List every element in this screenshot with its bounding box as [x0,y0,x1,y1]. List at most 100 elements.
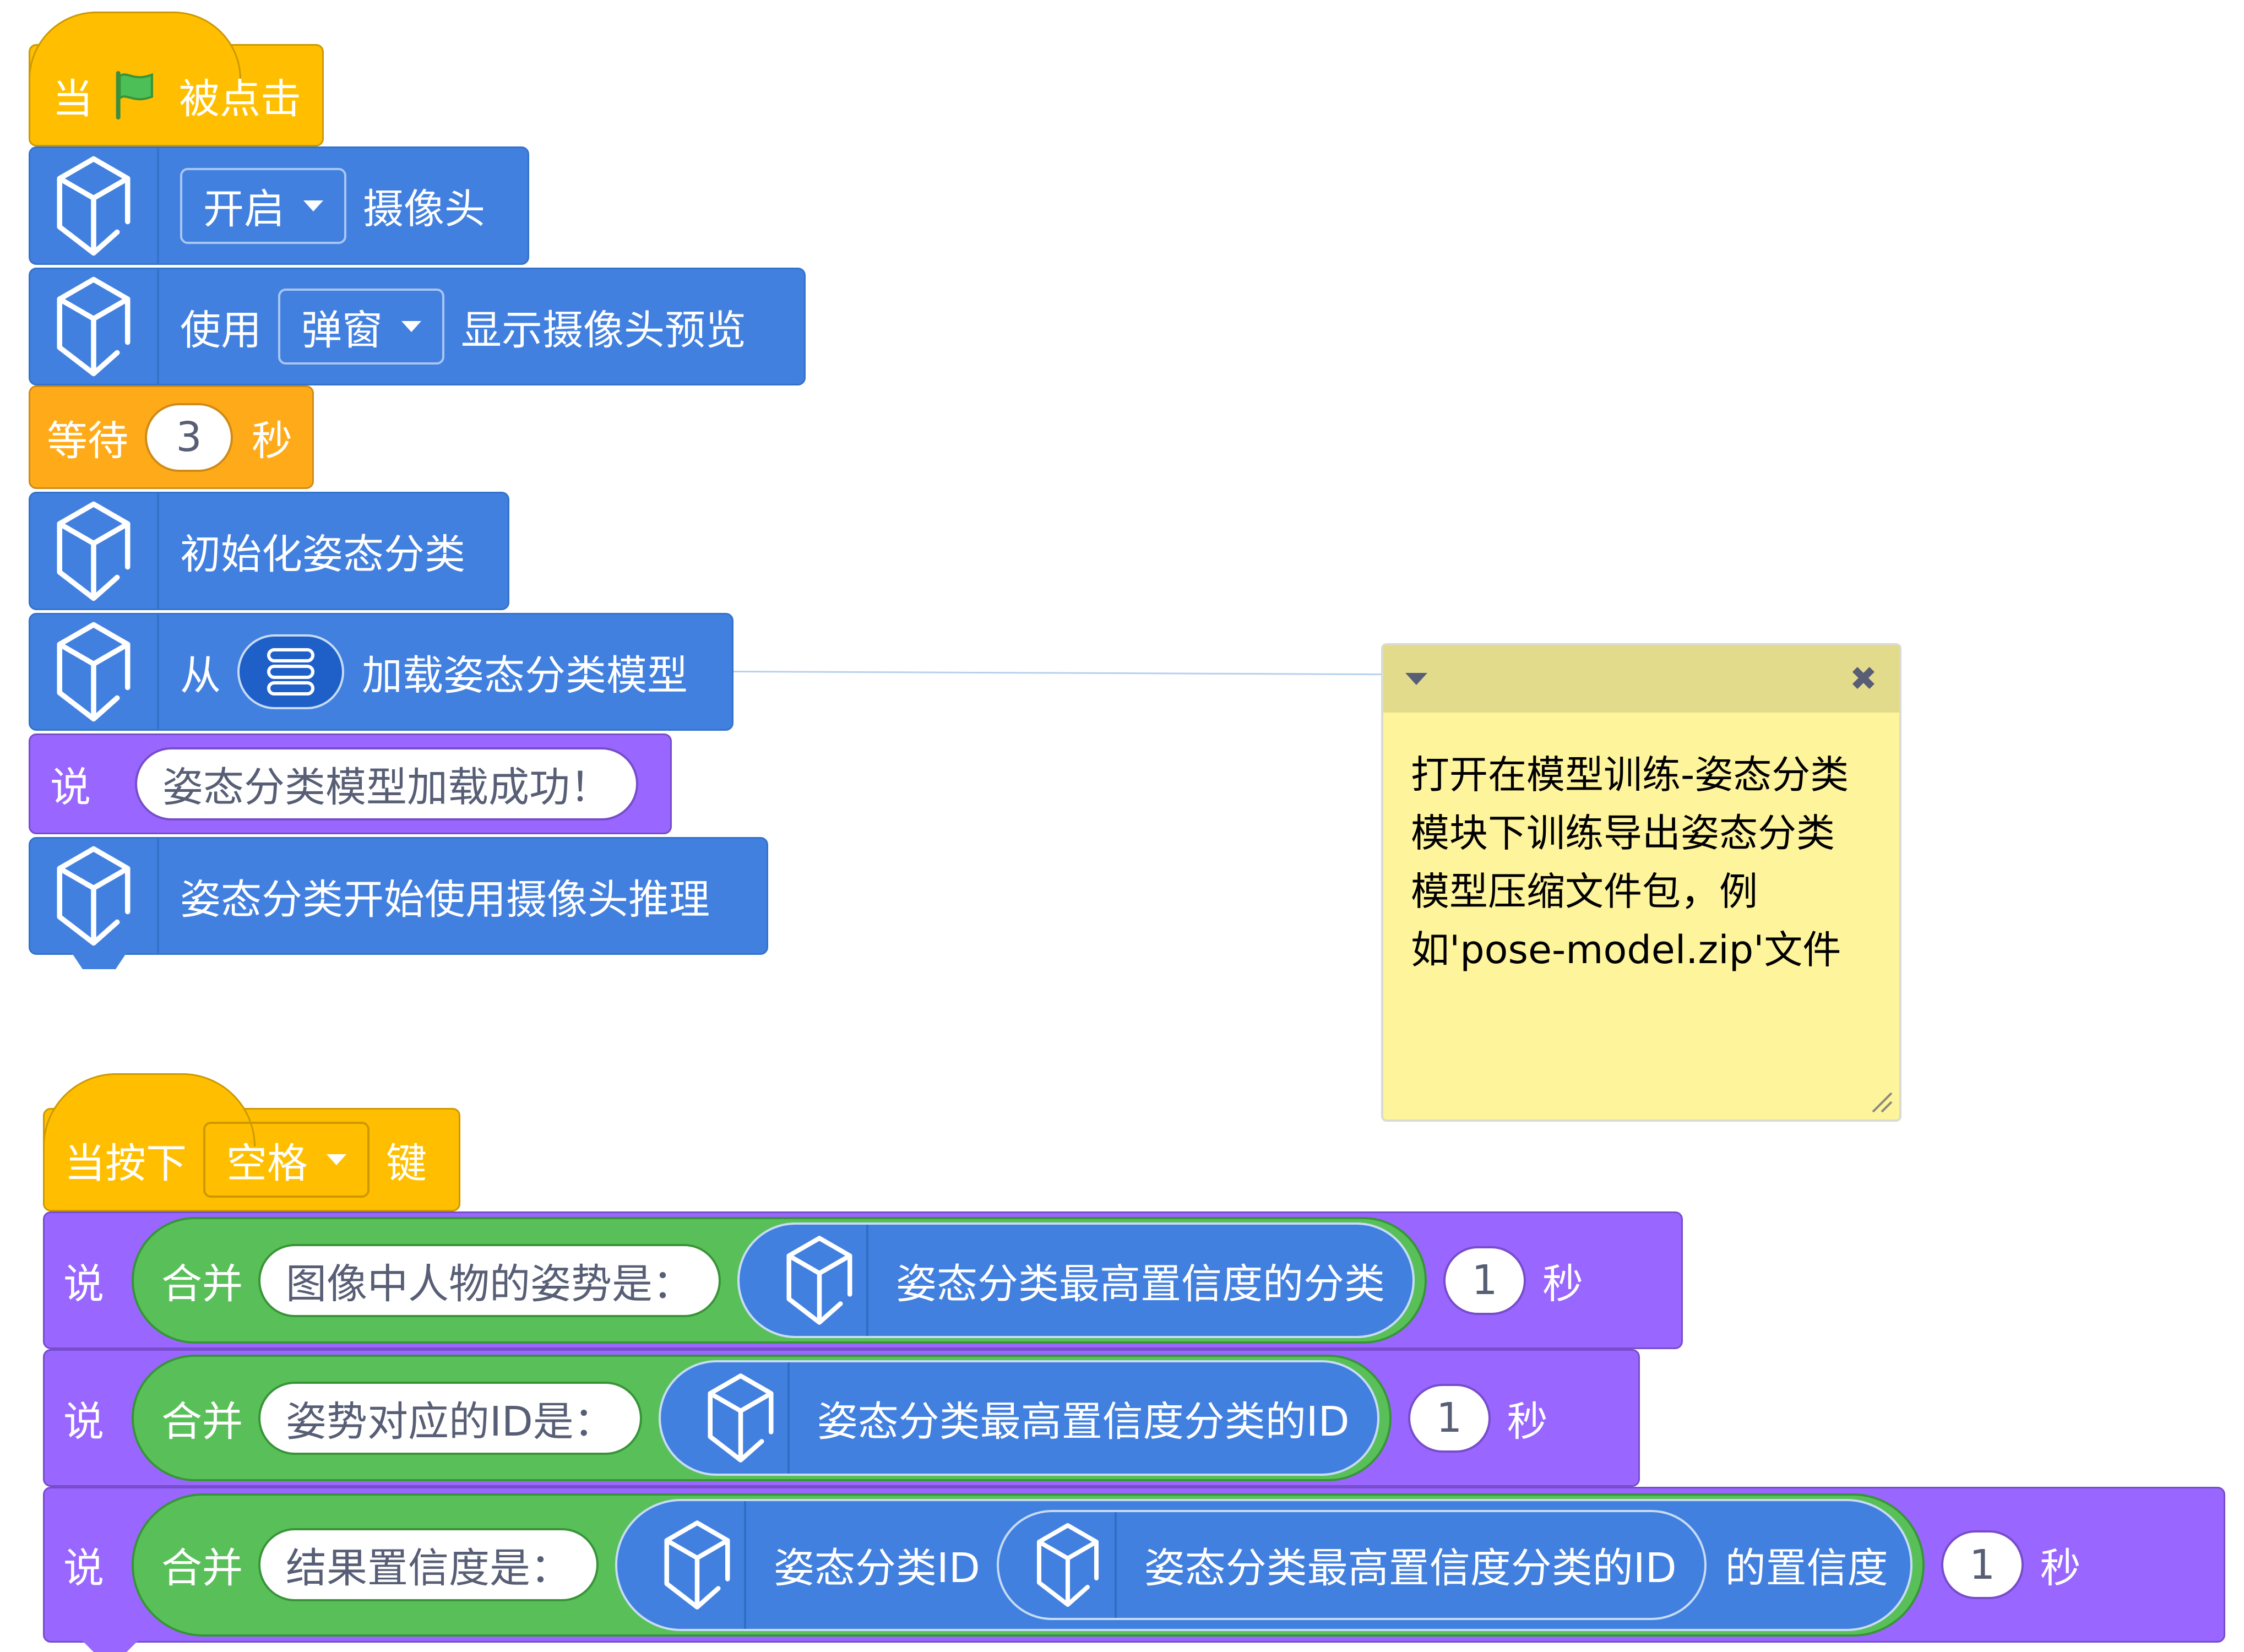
input-value: 1 [1436,1394,1463,1442]
resize-handle-icon[interactable] [1867,1088,1895,1115]
confidence-reporter[interactable]: 姿态分类ID 姿态分类最高置信度分类的ID 的置信度 [615,1498,1912,1631]
dropdown-value: 开启 [203,186,285,233]
reporter-label: 姿态分类最高置信度分类的ID [817,1398,1350,1446]
key-dropdown[interactable]: 空格 [203,1122,370,1198]
join-operator[interactable]: 合并 姿势对应的ID是： 姿态分类最高置信度分类的ID [132,1355,1392,1481]
join-operator[interactable]: 合并 结果置信度是： 姿态分类ID 姿态分类最高置信度分类的ID 的置信度 [132,1493,1925,1637]
join-text-input[interactable]: 姿势对应的ID是： [258,1381,642,1455]
comment-text[interactable]: 打开在模型训练-姿态分类 模块下训练导出姿态分类 模型压缩文件包，例 如'pos… [1383,713,1899,1012]
block-label: 说 [63,1545,104,1592]
join-text-input[interactable]: 结果置信度是： [258,1528,599,1601]
input-value: 图像中人物的姿势是： [286,1260,693,1308]
extension-icon-area [773,1225,868,1336]
extension-icon-area [650,1501,746,1629]
join-text-input[interactable]: 图像中人物的姿势是： [258,1243,721,1317]
comment-line: 打开在模型训练-姿态分类 [1411,752,1849,797]
top-class-reporter[interactable]: 姿态分类最高置信度的分类 [737,1222,1415,1338]
extension-icon-area [694,1362,790,1474]
chevron-down-icon [401,321,421,332]
say-seconds-input[interactable]: 1 [1408,1383,1491,1453]
close-icon[interactable]: ✖ [1849,660,1877,698]
block-label: 秒 [252,417,292,465]
comment-line: 模型压缩文件包，例 [1411,869,1758,914]
dropdown-value: 空格 [226,1139,308,1187]
green-flag-icon[interactable] [112,69,157,122]
wait-seconds-input[interactable]: 3 [145,403,233,472]
cube-icon [52,620,135,724]
camera-toggle-block[interactable]: 开启 摄像头 [29,146,529,265]
when-key-pressed-block[interactable]: 当按下 空格 键 [43,1073,460,1211]
cube-icon [52,154,135,258]
join-label: 合并 [161,1398,243,1446]
block-label: 键 [386,1139,427,1187]
chevron-down-icon [327,1154,346,1165]
input-value: 1 [1969,1541,1996,1589]
extension-icon-area [1021,1512,1117,1618]
cube-icon [1032,1521,1104,1609]
block-label: 说 [63,1398,104,1446]
stack-bottom-tab [83,1641,138,1652]
chevron-down-icon [303,200,323,211]
block-label: 加载姿态分类模型 [362,651,688,699]
start-inference-block[interactable]: 姿态分类开始使用摄像头推理 [29,837,768,955]
cube-icon [702,1371,779,1465]
hat-cap [43,1073,256,1146]
hat-suffix: 被点击 [179,75,301,123]
file-list-icon[interactable] [237,634,344,709]
block-label: 等待 [47,417,128,465]
camera-state-dropdown[interactable]: 开启 [180,167,346,244]
comment-note[interactable]: ✖ 打开在模型训练-姿态分类 模块下训练导出姿态分类 模型压缩文件包，例 如'p… [1381,643,1901,1122]
cube-icon [52,274,135,379]
camera-preview-block[interactable]: 使用 弹窗 显示摄像头预览 [29,268,806,385]
when-flag-clicked-block[interactable]: 当 被点击 [29,12,324,146]
reporter-label: 姿态分类最高置信度分类的ID [1144,1545,1677,1592]
hat-cap [29,12,241,79]
say-for-secs-block-2[interactable]: 说 合并 姿势对应的ID是： 姿态分类最高置信度分类的ID 1 秒 [43,1349,1640,1487]
input-value: 1 [1471,1257,1498,1304]
block-label: 秒 [2040,1545,2081,1592]
extension-icon-area [30,148,159,263]
init-pose-block[interactable]: 初始化姿态分类 [29,492,509,610]
say-message-input[interactable]: 姿态分类模型加载成功！ [135,747,638,820]
block-label: 摄像头 [363,186,485,233]
load-model-block[interactable]: 从 加载姿态分类模型 [29,613,733,731]
comment-line: 模块下训练导出姿态分类 [1411,811,1835,856]
extension-icon-area [30,493,159,608]
comment-header[interactable]: ✖ [1383,645,1899,713]
dropdown-value: 弹窗 [301,306,383,354]
block-label: 初始化姿态分类 [180,531,465,578]
cube-icon [52,499,135,604]
hat-prefix: 当 [52,75,93,123]
join-label: 合并 [161,1545,243,1592]
block-label: 从 [180,651,221,699]
cube-icon [659,1518,736,1612]
extension-icon-area [30,839,159,953]
preview-mode-dropdown[interactable]: 弹窗 [278,289,444,365]
comment-line: 如'pose-model.zip'文件 [1411,927,1841,972]
block-label: 姿态分类开始使用摄像头推理 [180,876,710,923]
top-class-id-reporter[interactable]: 姿态分类最高置信度分类的ID [996,1509,1707,1620]
join-operator[interactable]: 合并 图像中人物的姿势是： 姿态分类最高置信度的分类 [132,1217,1427,1344]
join-label: 合并 [161,1260,243,1308]
input-value: 姿势对应的ID是： [286,1398,615,1446]
reporter-label: 的置信度 [1725,1545,1888,1592]
input-value: 3 [176,414,202,461]
input-value: 结果置信度是： [286,1545,571,1592]
block-label: 说 [63,1260,104,1308]
say-seconds-input[interactable]: 1 [1443,1246,1526,1315]
say-for-secs-block-1[interactable]: 说 合并 图像中人物的姿势是： 姿态分类最高置信度的分类 1 秒 [43,1211,1683,1349]
cube-icon [52,844,135,948]
input-value: 姿态分类模型加载成功！ [162,764,611,811]
say-seconds-input[interactable]: 1 [1941,1530,2024,1599]
say-for-secs-block-3[interactable]: 说 合并 结果置信度是： 姿态分类ID 姿态分类最高置信度分类的ID 的置信度 [43,1487,2225,1643]
stack-bottom-tab [72,953,127,969]
block-label: 秒 [1507,1398,1548,1446]
reporter-label: 姿态分类最高置信度的分类 [896,1260,1385,1308]
say-block[interactable]: 说 姿态分类模型加载成功！ [29,733,672,834]
comment-connector [733,671,1381,676]
top-class-id-reporter[interactable]: 姿态分类最高置信度分类的ID [658,1360,1379,1476]
collapse-icon[interactable] [1405,673,1427,685]
block-label: 说 [50,764,91,811]
wait-block[interactable]: 等待 3 秒 [29,385,314,489]
block-label: 当按下 [64,1139,187,1187]
